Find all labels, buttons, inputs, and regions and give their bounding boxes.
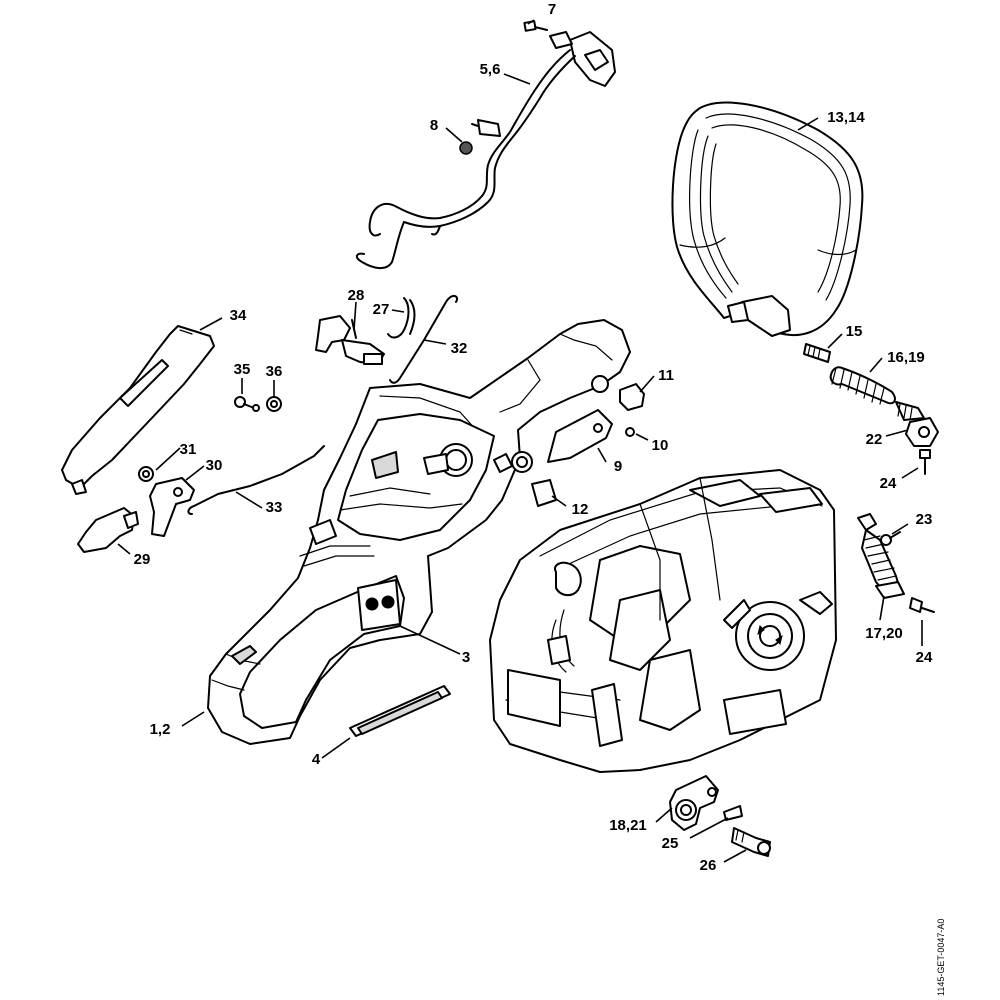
callout-12: 12 bbox=[572, 501, 589, 518]
callout-31: 31 bbox=[180, 441, 197, 458]
callout-33: 33 bbox=[266, 499, 283, 516]
part-32-wire bbox=[389, 295, 458, 384]
callout-10: 10 bbox=[652, 437, 669, 454]
callout-7: 7 bbox=[548, 1, 556, 18]
callout-35: 35 bbox=[234, 361, 251, 378]
callout-28: 28 bbox=[348, 287, 365, 304]
callout-24-a: 24 bbox=[880, 475, 897, 492]
part-28-lever bbox=[315, 315, 385, 365]
callout-9: 9 bbox=[614, 458, 622, 475]
part-15-screw bbox=[803, 343, 831, 363]
part-33-rod bbox=[187, 445, 325, 515]
part-22-spring-cap bbox=[895, 401, 939, 447]
callout-34: 34 bbox=[230, 307, 247, 324]
part-11-cap bbox=[619, 383, 645, 411]
callout-labels: 7 5,6 8 13,14 34 28 27 32 35 36 15 16,19… bbox=[134, 1, 933, 874]
part-30-throttle-trigger bbox=[149, 477, 195, 537]
callout-8: 8 bbox=[430, 117, 438, 134]
engine-block bbox=[489, 469, 837, 773]
part-7-screw bbox=[523, 20, 548, 32]
part-16-19-spring bbox=[829, 366, 896, 405]
part-5-6-cable-assembly bbox=[356, 31, 616, 269]
part-25-screw bbox=[723, 805, 743, 821]
part-26-bolt bbox=[731, 827, 771, 857]
callout-23: 23 bbox=[916, 511, 933, 528]
leader-lines bbox=[117, 19, 923, 863]
part-9-plate bbox=[547, 409, 613, 463]
callout-30: 30 bbox=[206, 457, 223, 474]
part-31-spring bbox=[138, 466, 154, 482]
part-4-decal bbox=[349, 685, 451, 737]
callout-29: 29 bbox=[134, 551, 151, 568]
part-29-lockout bbox=[77, 507, 139, 553]
part-24-screw-a bbox=[919, 449, 931, 475]
callout-27: 27 bbox=[373, 301, 390, 318]
part-8-grommet bbox=[459, 141, 473, 155]
callout-18-21: 18,21 bbox=[609, 817, 647, 834]
callout-4: 4 bbox=[312, 751, 321, 768]
callout-15: 15 bbox=[846, 323, 863, 340]
callout-17-20: 17,20 bbox=[865, 625, 903, 642]
part-13-14-handlebar bbox=[671, 101, 864, 337]
part-1-2-rear-handle-housing bbox=[207, 319, 631, 745]
part-10-nut bbox=[625, 427, 635, 437]
callout-22: 22 bbox=[866, 431, 883, 448]
callout-13-14: 13,14 bbox=[827, 109, 865, 126]
part-23-screw bbox=[880, 531, 901, 546]
part-12-insert bbox=[531, 479, 557, 507]
callout-16-19: 16,19 bbox=[887, 349, 925, 366]
callout-32: 32 bbox=[451, 340, 468, 357]
part-34-cover bbox=[61, 325, 215, 495]
callout-1-2: 1,2 bbox=[150, 721, 171, 738]
part-36-nut bbox=[266, 396, 282, 412]
callout-5-6: 5,6 bbox=[480, 61, 501, 78]
callout-26: 26 bbox=[700, 857, 717, 874]
callout-3: 3 bbox=[462, 649, 470, 666]
part-35-spring bbox=[234, 396, 260, 412]
callout-25: 25 bbox=[662, 835, 679, 852]
part-17-20-buffer-spring bbox=[857, 513, 905, 599]
drawing-code: 1145-GET-0047-A0 bbox=[936, 919, 946, 996]
part-24-screw-b bbox=[909, 597, 935, 613]
part-18-21-bracket bbox=[669, 775, 719, 831]
callout-36: 36 bbox=[266, 363, 283, 380]
part-27-clip bbox=[387, 297, 416, 339]
callout-11: 11 bbox=[658, 367, 674, 384]
callout-24-b: 24 bbox=[916, 649, 933, 666]
